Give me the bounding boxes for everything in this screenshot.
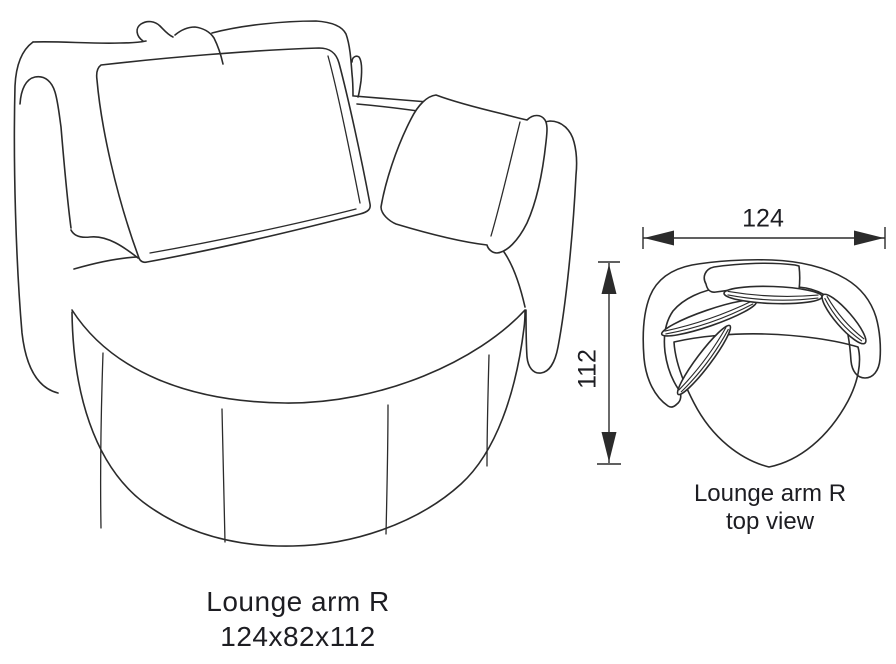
depth-dimension	[597, 261, 621, 465]
left-pillow-top-edge	[32, 40, 147, 44]
back-pillow-right-outline	[211, 20, 354, 97]
right-arm-outline	[525, 120, 578, 374]
top-view-caption-line2: top view	[725, 508, 815, 535]
top-pillow-center-fold-2	[727, 290, 819, 297]
arrow-up-icon	[601, 264, 617, 294]
top-seat-outline	[673, 333, 861, 468]
seat-base-seam-arc	[71, 309, 526, 404]
left-arm-outer-silhouette	[13, 41, 59, 394]
top-pillow-right	[821, 293, 867, 345]
top-backrest-band	[642, 258, 882, 408]
width-dimension-value: 124	[742, 204, 784, 233]
front-view-caption-line2: 124x82x112	[220, 621, 376, 652]
arrow-right-icon	[854, 230, 884, 246]
width-dimension	[642, 227, 886, 249]
backrest-rail-top-edge	[353, 95, 429, 103]
top-backrest-roll	[703, 262, 801, 293]
backrest-rail-cap	[351, 55, 363, 98]
top-view-drawing	[642, 258, 882, 468]
top-pillow-left-fold-1	[665, 303, 754, 335]
front-view-caption-line1: Lounge arm R	[206, 586, 390, 617]
base-bowl-outline	[71, 310, 526, 547]
base-seam-2	[221, 408, 226, 543]
draped-pillow-crease	[490, 121, 521, 237]
top-pillow-left-fold-2	[664, 300, 753, 332]
top-pillow-front-fold-2	[678, 327, 727, 391]
seat-edge-left	[73, 256, 138, 270]
base-seam-1	[99, 352, 104, 529]
depth-dimension-value: 112	[573, 349, 602, 389]
left-pillow-corner	[174, 26, 224, 65]
top-pillow-front	[676, 324, 732, 396]
top-pillow-right-fold-1	[824, 297, 863, 342]
front-view-drawing	[13, 20, 578, 547]
front-pillow-piping-bottom	[149, 208, 357, 254]
left-pillow-bottom-edge	[70, 229, 139, 259]
left-arm-cap-and-inner-edge	[19, 75, 72, 229]
arrow-left-icon	[644, 230, 674, 246]
top-pillow-left	[660, 299, 758, 337]
top-pillow-center	[723, 285, 823, 305]
front-pillow-outline	[95, 47, 371, 264]
top-pillow-front-fold-1	[680, 328, 729, 393]
base-seam-4	[486, 354, 490, 467]
front-pillow-piping-right	[327, 55, 361, 204]
arrow-down-icon	[601, 432, 617, 462]
base-seam-3	[385, 404, 389, 535]
back-pillow-small-corner	[136, 20, 174, 42]
top-pillow-right-fold-2	[826, 295, 865, 340]
top-pillow-center-fold-1	[727, 294, 819, 301]
seat-edge-right	[503, 251, 526, 308]
draped-pillow-outline	[380, 94, 548, 254]
top-view-caption-line1: Lounge arm R	[693, 480, 847, 507]
